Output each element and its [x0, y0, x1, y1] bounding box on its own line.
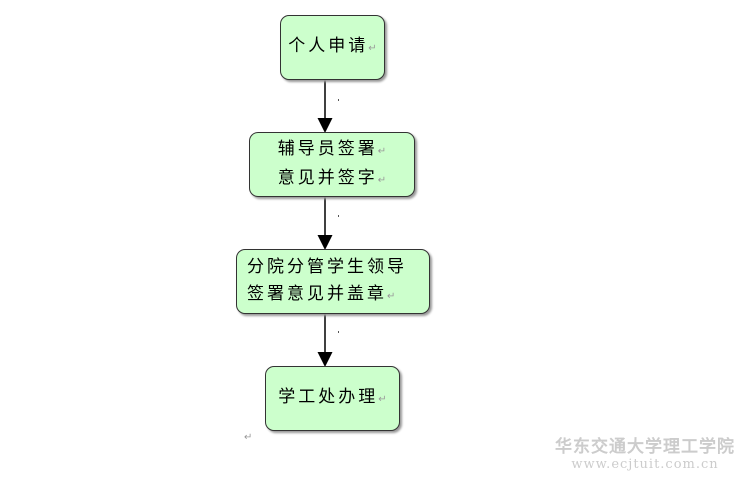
- step-text: 意见并签字: [277, 167, 378, 188]
- step-box-apply: 个人申请↵: [280, 15, 385, 80]
- step-text: 辅导员签署: [277, 138, 378, 159]
- dot: [338, 99, 339, 101]
- step-text: 学工处办理: [278, 387, 379, 407]
- step-box-counselor: 辅导员签署↵ 意见并签字↵: [249, 132, 415, 197]
- paragraph-mark: ↵: [368, 43, 377, 54]
- dot: [338, 331, 339, 333]
- step-box-college-leader: 分院分管学生领导 签署意见并盖章↵: [236, 249, 430, 314]
- dot: [338, 215, 339, 217]
- step-text: 分院分管学生领导: [247, 256, 407, 277]
- step-box-student-affairs: 学工处办理↵: [265, 366, 400, 431]
- watermark-logo: 华东交通大学理工学院 www.ecjtuit.com.cn: [555, 432, 735, 472]
- watermark-line1: 华东交通大学理工学院: [555, 437, 735, 457]
- paragraph-mark: ↵: [387, 290, 396, 302]
- paragraph-mark: ↵: [377, 145, 387, 157]
- paragraph-mark: ↵: [377, 174, 387, 186]
- paragraph-mark: ↵: [244, 432, 253, 443]
- paragraph-mark: ↵: [378, 394, 387, 405]
- step-text: 个人申请: [288, 36, 369, 56]
- watermark-line2: www.ecjtuit.com.cn: [571, 457, 719, 472]
- step-text: 签署意见并盖章: [247, 283, 387, 304]
